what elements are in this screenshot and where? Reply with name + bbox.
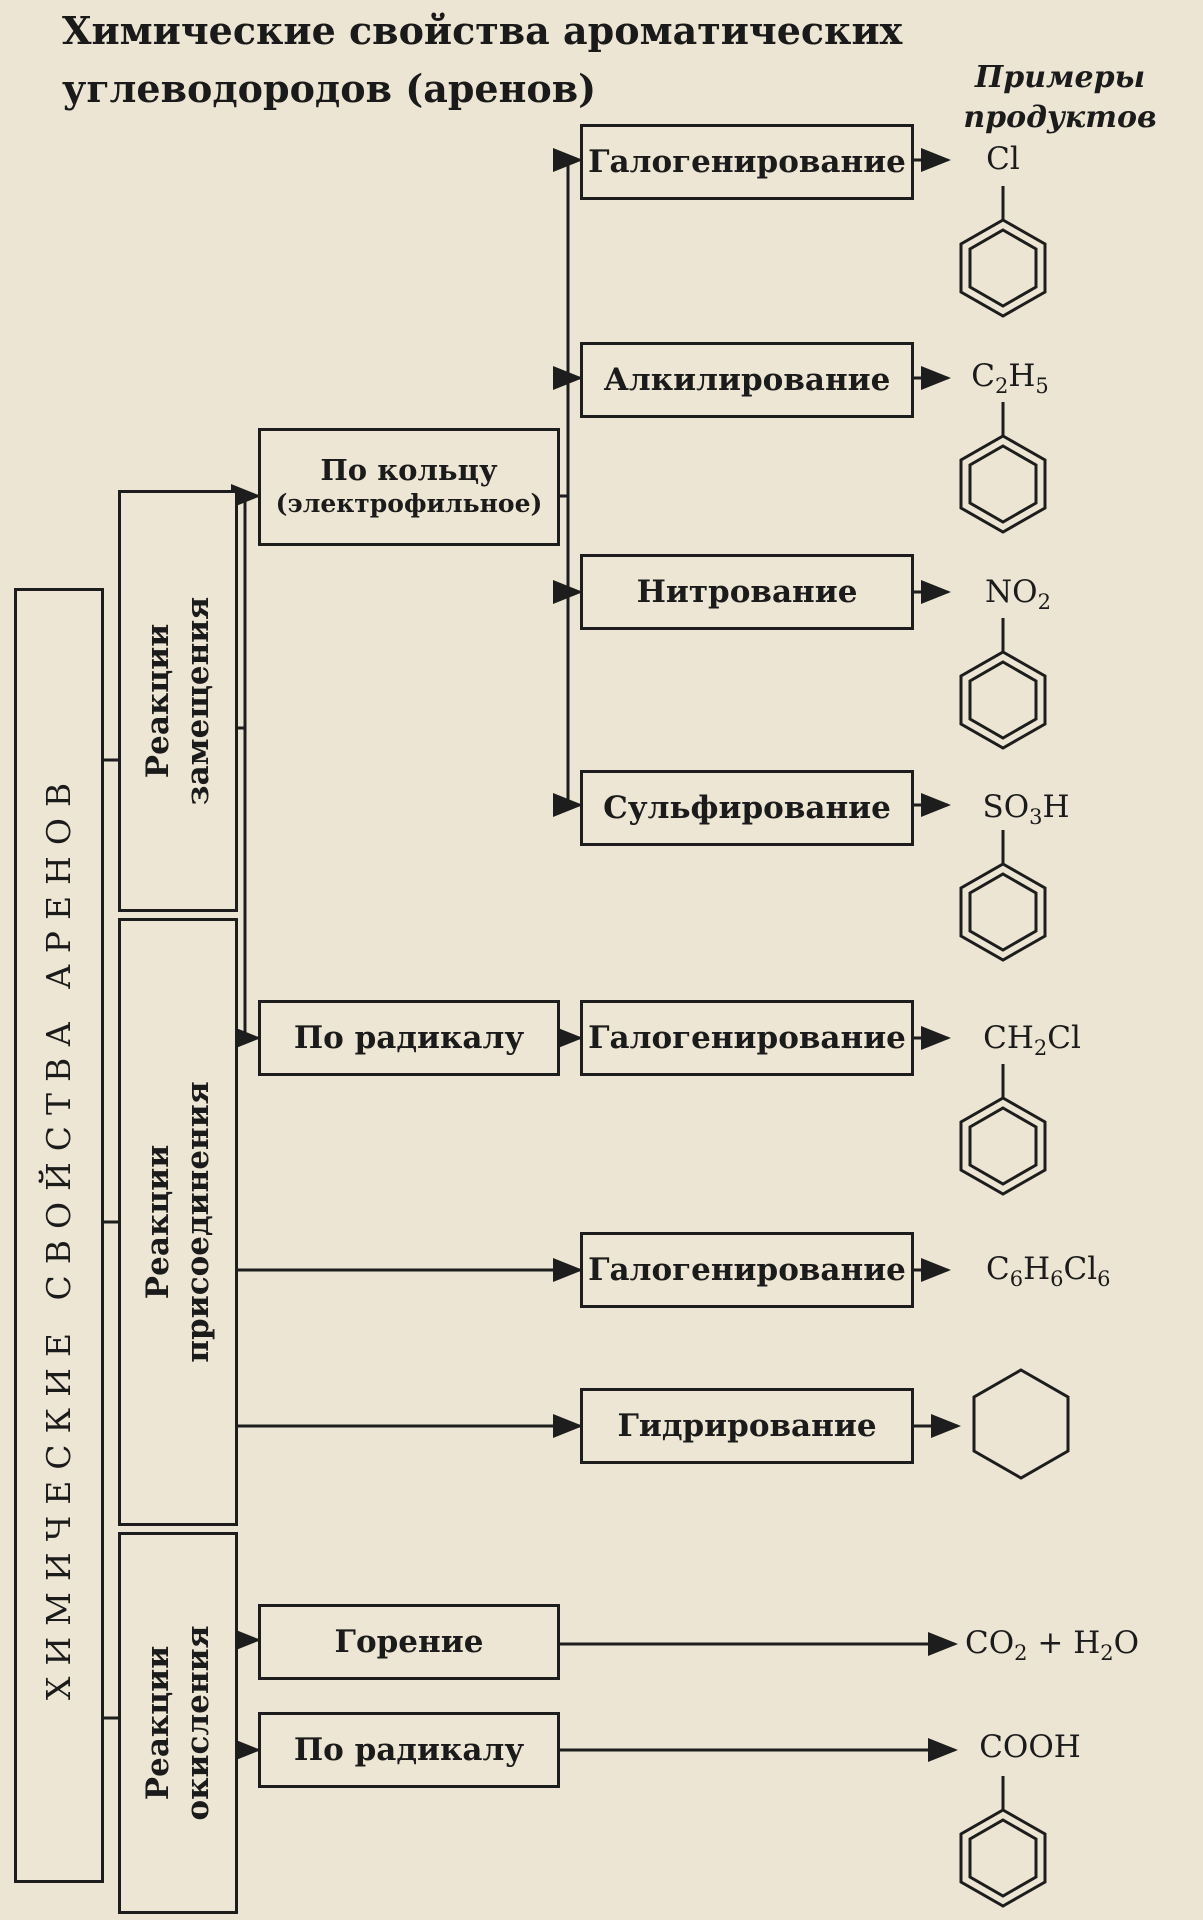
substitution-line-2: замещения — [180, 596, 216, 806]
halogenation-label-3: Галогенирование — [588, 1252, 906, 1288]
oxidation-line-2: окисления — [180, 1625, 216, 1821]
arrow-icon — [231, 484, 261, 730]
radical-oxidation-label: По радикалу — [293, 1732, 525, 1768]
nitration-box: Нитрование — [580, 554, 914, 630]
nitration-label: Нитрование — [636, 574, 858, 610]
oxidation-line-1: Реакции — [140, 1645, 176, 1801]
formula-part: SO — [982, 789, 1030, 825]
product-ethylbenzene: C2H5 — [971, 358, 1049, 398]
product-hexachlorocyclohexane: C6H6Cl6 — [986, 1251, 1111, 1291]
halogenation-box-3: Галогенирование — [580, 1232, 914, 1308]
benzene-ring-icon — [959, 1064, 1047, 1196]
benzene-ring-icon — [959, 618, 1047, 750]
formula-part: Cl — [986, 141, 1020, 177]
halogenation-label-1: Галогенирование — [588, 144, 906, 180]
halogenation-label-2: Галогенирование — [588, 1020, 906, 1056]
formula-part: C — [971, 358, 995, 394]
formula-part: CH — [983, 1020, 1034, 1056]
formula-part: Cl — [1047, 1020, 1081, 1056]
substitution-group-box: Реакции замещения — [118, 490, 238, 912]
radical-substitution-box: По радикалу — [258, 1000, 560, 1076]
arrow-icon — [231, 728, 261, 1050]
product-benzoic-acid: COOH — [979, 1729, 1081, 1765]
main-category-box: ХИМИЧЕСКИЕ СВОЙСТВА АРЕНОВ — [14, 588, 104, 1883]
formula-part: H — [1008, 358, 1036, 394]
product-benzenesulfonic-acid: SO3H — [982, 789, 1069, 829]
halogenation-box-2: Галогенирование — [580, 1000, 914, 1076]
formula-sub: 2 — [1100, 1641, 1114, 1665]
addition-line-1: Реакции — [140, 1144, 176, 1300]
product-chlorobenzene: Cl — [986, 141, 1020, 177]
addition-line-2: присоединения — [180, 1081, 216, 1363]
formula-sub: 2 — [1037, 590, 1051, 614]
main-category-label: ХИМИЧЕСКИЕ СВОЙСТВА АРЕНОВ — [39, 771, 78, 1700]
formula-sub: 6 — [1097, 1267, 1111, 1291]
alkylation-label: Алкилирование — [603, 362, 891, 398]
formula-part: NO — [985, 574, 1038, 610]
ring-substitution-box: По кольцу (электрофильное) — [258, 428, 560, 546]
title-line-1: Химические свойства ароматических — [62, 8, 903, 53]
product-benzyl-chloride: CH2Cl — [983, 1020, 1081, 1060]
formula-part: COOH — [979, 1729, 1081, 1765]
formula-sub: 3 — [1029, 805, 1043, 829]
combustion-box: Горение — [258, 1604, 560, 1680]
substitution-line-1: Реакции — [140, 623, 176, 779]
benzene-ring-icon — [959, 186, 1047, 318]
formula-part: CO — [965, 1625, 1015, 1661]
radical-substitution-label: По радикалу — [293, 1020, 525, 1056]
benzene-ring-icon — [959, 1776, 1047, 1908]
oxidation-group-box: Реакции окисления — [118, 1532, 238, 1914]
formula-sub: 6 — [1009, 1267, 1024, 1291]
product-combustion: CO2 + H2O — [965, 1625, 1139, 1665]
formula-part: H — [1042, 789, 1070, 825]
ring-substitution-line-2: (электрофильное) — [275, 489, 543, 518]
formula-part: C — [986, 1251, 1010, 1287]
formula-sub: 2 — [1033, 1036, 1048, 1060]
sulfonation-label: Сульфирование — [603, 790, 891, 826]
ring-substitution-line-1: По кольцу — [320, 453, 498, 487]
halogenation-box-1: Галогенирование — [580, 124, 914, 200]
benzene-ring-icon — [959, 830, 1047, 962]
title-line-2: углеводородов (аренов) — [62, 66, 597, 111]
addition-group-label: Реакции присоединения — [138, 1081, 218, 1362]
page-title: Химические свойства ароматических углево… — [62, 2, 922, 118]
addition-group-box: Реакции присоединения — [118, 918, 238, 1526]
examples-header: Примеры продуктов — [940, 58, 1180, 138]
substitution-group-label: Реакции замещения — [138, 597, 218, 805]
formula-sub: 2 — [1014, 1641, 1028, 1665]
formula-sub: 6 — [1050, 1267, 1064, 1291]
radical-oxidation-box: По радикалу — [258, 1712, 560, 1788]
alkylation-box: Алкилирование — [580, 342, 914, 418]
formula-part: Cl — [1063, 1251, 1098, 1287]
sulfonation-box: Сульфирование — [580, 770, 914, 846]
examples-header-line-2: продуктов — [963, 100, 1157, 135]
hydrogenation-label: Гидрирование — [617, 1408, 877, 1444]
formula-sub: 5 — [1035, 374, 1049, 398]
oxidation-group-label: Реакции окисления — [138, 1625, 218, 1820]
formula-part: H — [1023, 1251, 1051, 1287]
formula-part: + H — [1027, 1625, 1101, 1661]
benzene-ring-icon — [959, 402, 1047, 534]
formula-part: O — [1113, 1625, 1140, 1661]
product-nitrobenzene: NO2 — [985, 574, 1051, 614]
combustion-label: Горение — [334, 1624, 484, 1660]
hydrogenation-box: Гидрирование — [580, 1388, 914, 1464]
formula-sub: 2 — [994, 374, 1009, 398]
examples-header-line-1: Примеры — [974, 60, 1146, 95]
cyclohexane-icon — [972, 1368, 1070, 1480]
